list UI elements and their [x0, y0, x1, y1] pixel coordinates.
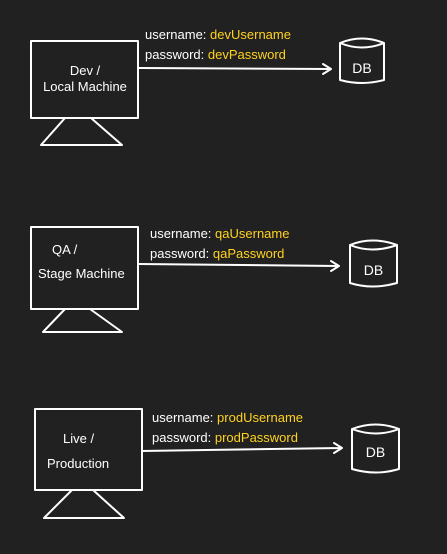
username-label: username: [145, 27, 207, 42]
username-line: username: qaUsername [150, 226, 289, 242]
machine-label: Dev / Local Machine [34, 63, 136, 95]
database-label: DB [365, 444, 386, 460]
connection-arrow [138, 63, 332, 75]
password-value: qaPassword [212, 246, 285, 261]
username-value: qaUsername [215, 226, 290, 241]
password-line: password: qaPassword [150, 246, 284, 262]
password-label: password: [150, 246, 210, 261]
username-line: username: prodUsername [152, 410, 303, 426]
password-line: password: prodPassword [152, 430, 298, 446]
monitor-screen [30, 40, 139, 119]
password-value: prodPassword [214, 430, 298, 445]
password-label: password: [152, 430, 212, 445]
monitor-stand [40, 117, 123, 146]
database-cylinder [349, 239, 398, 288]
environment-dev [30, 37, 385, 146]
machine-label-line: Production [47, 456, 110, 471]
database-label: DB [363, 262, 384, 278]
database-cylinder [351, 423, 400, 474]
username-value: prodUsername [217, 410, 304, 425]
machine-label: QA / Stage Machine [38, 242, 125, 282]
connection-arrow [137, 260, 340, 272]
monitor-stand [42, 308, 123, 333]
password-value: devPassword [207, 47, 286, 62]
machine-label-line: QA / [52, 242, 78, 257]
connection-arrow [141, 442, 343, 454]
machine-label-line: Stage Machine [38, 266, 125, 281]
monitor-screen [30, 226, 139, 310]
monitor-stand [43, 489, 125, 519]
database-label: DB [352, 60, 372, 76]
machine-label-line: Live / [63, 431, 95, 446]
username-label: username: [150, 226, 212, 241]
username-value: devUsername [210, 27, 291, 42]
password-line: password: devPassword [145, 47, 286, 63]
machine-label-line: Dev / [69, 63, 101, 78]
machine-label: Live / Production [47, 431, 109, 472]
password-label: password: [145, 47, 205, 62]
database-cylinder [339, 37, 385, 84]
monitor-screen [34, 408, 143, 491]
environment-live [34, 408, 400, 519]
machine-label-line: Local Machine [43, 79, 127, 94]
environment-qa [30, 226, 398, 333]
username-label: username: [152, 410, 214, 425]
username-line: username: devUsername [145, 27, 291, 43]
